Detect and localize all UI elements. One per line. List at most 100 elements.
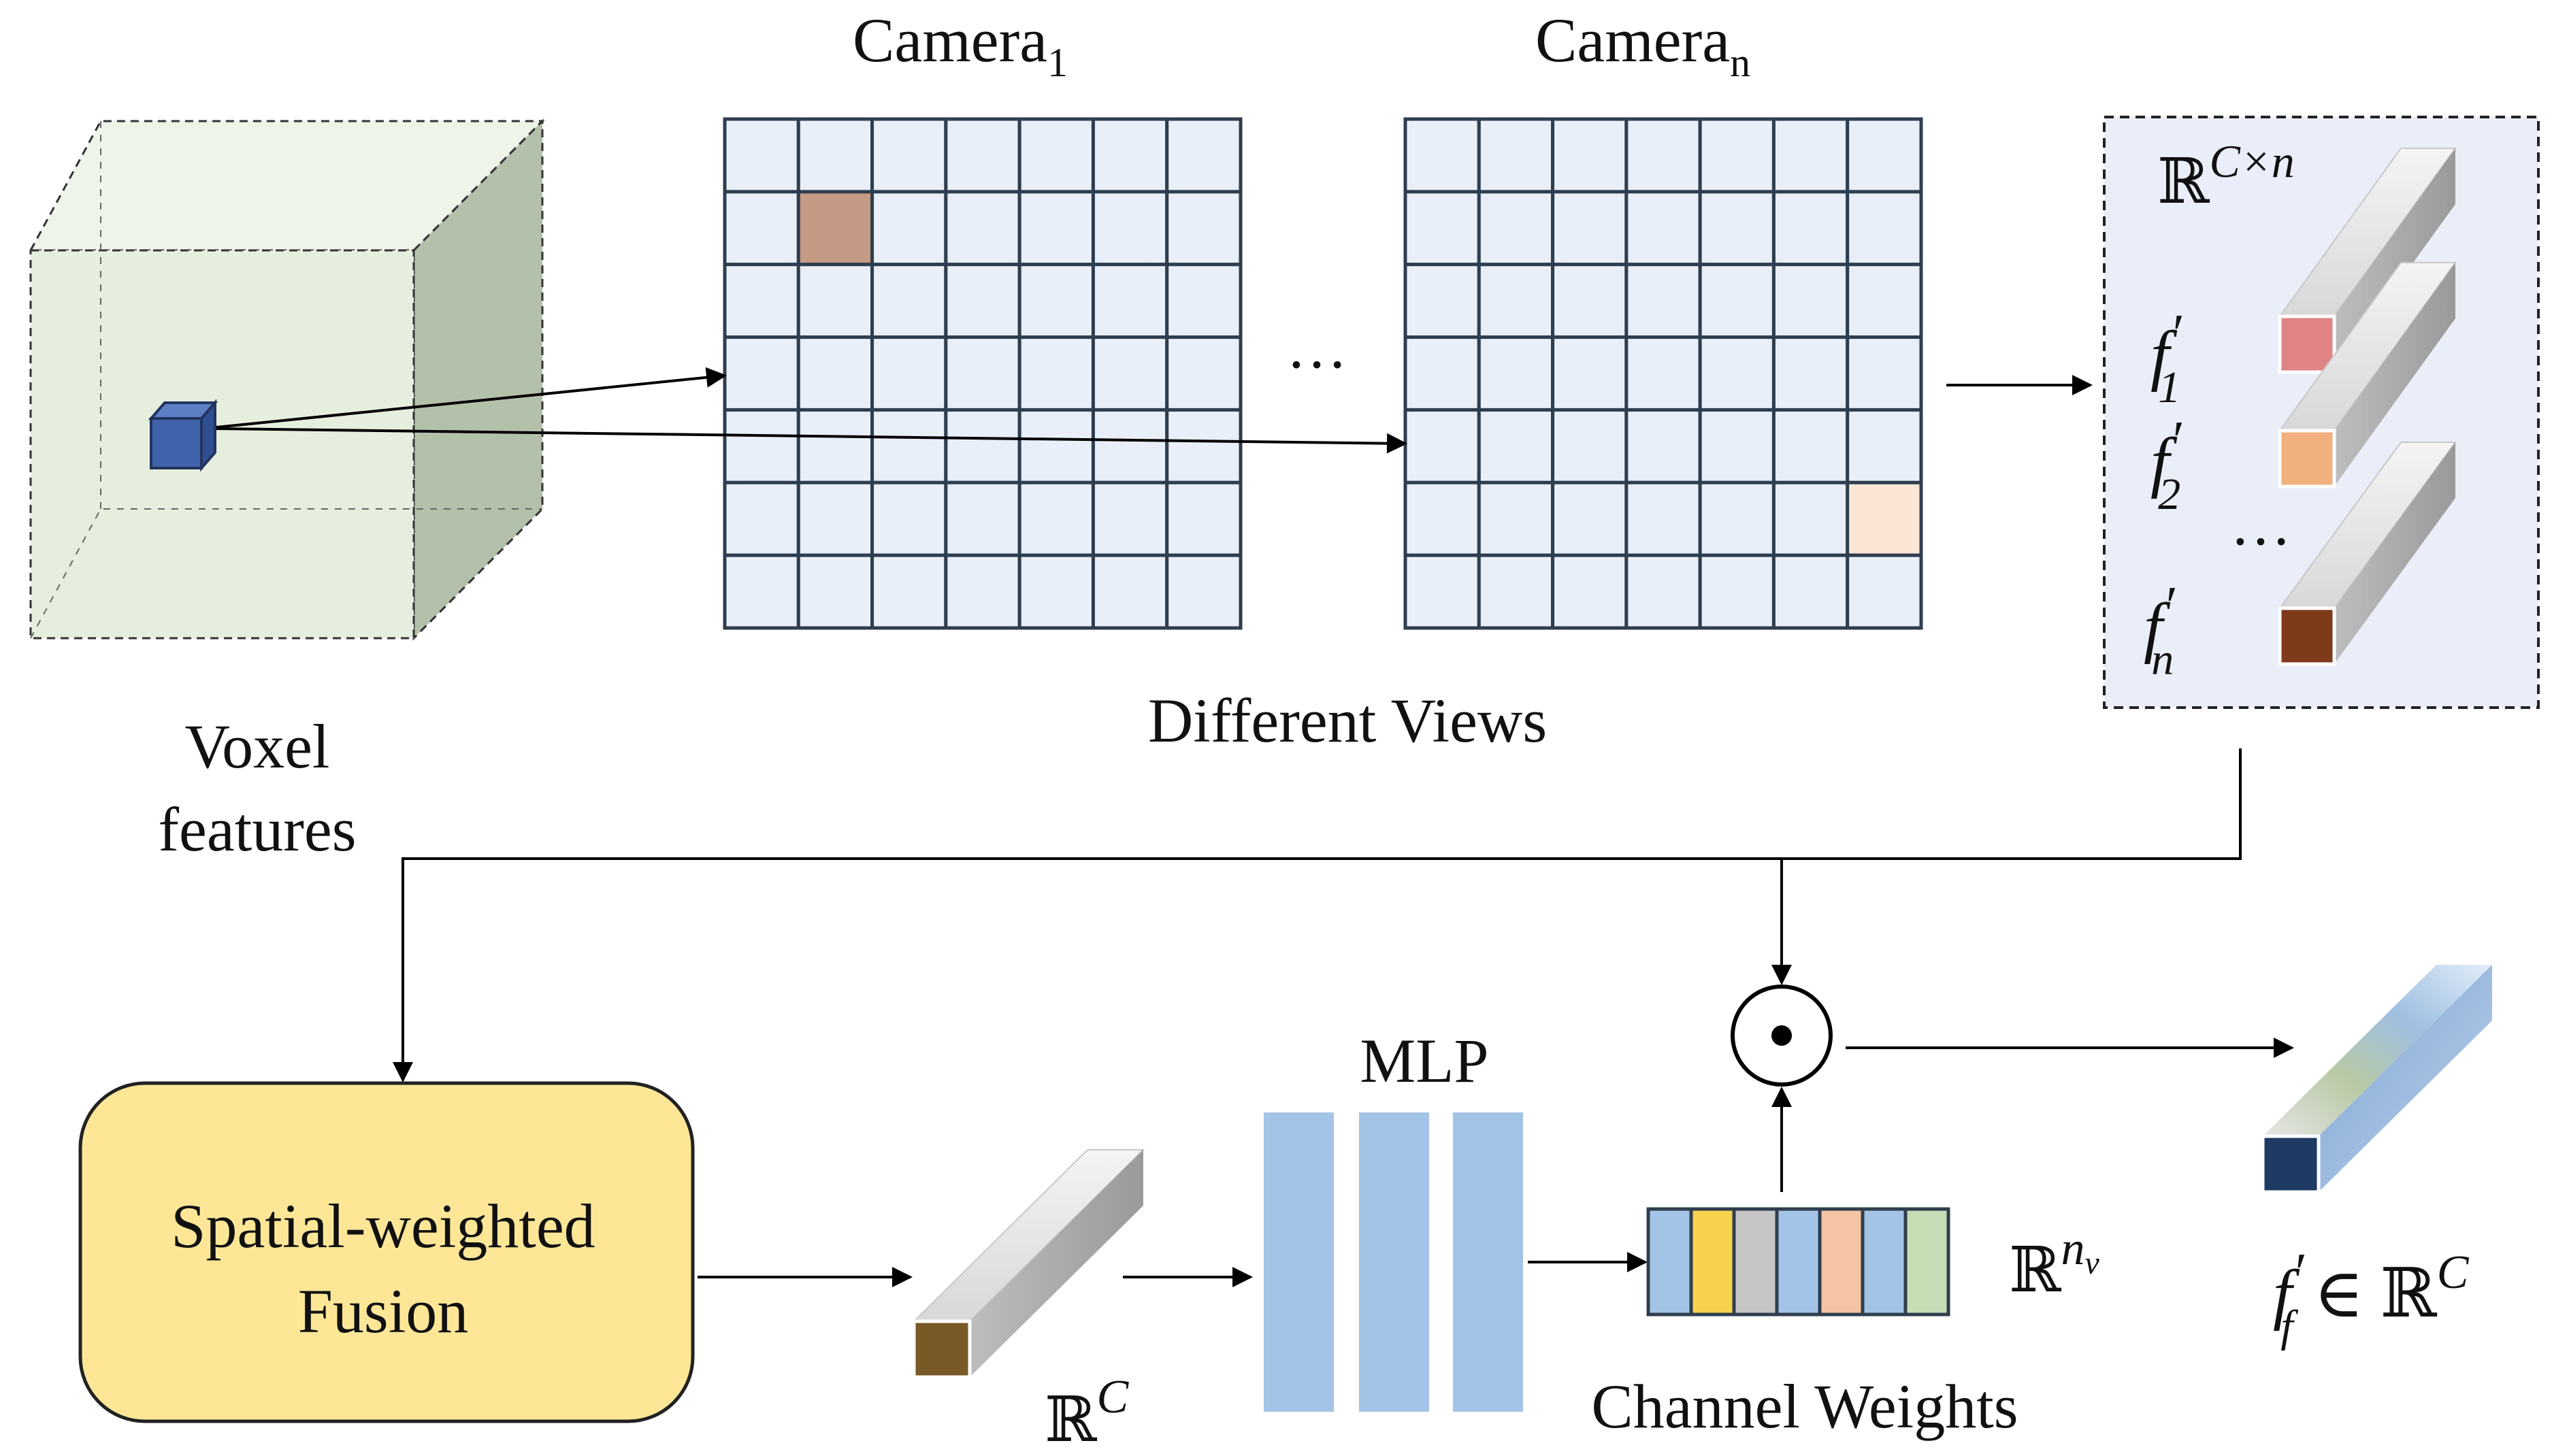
camera-1-grid-cell [944, 190, 1021, 267]
output-label: f′f∈ℝC [2273, 1243, 2470, 1351]
camera-1-grid-cell [796, 335, 874, 412]
camera-1-grid-cell [944, 553, 1021, 630]
camera-1-grid-cell [870, 190, 948, 267]
camera-n-grid-cell [1551, 553, 1629, 630]
camera-1-grid-cell [1091, 553, 1169, 630]
feature-1-label: f′1 [2150, 304, 2182, 412]
camera-n-grid-cell [1477, 408, 1555, 484]
fused-feature-vector [912, 1149, 1145, 1379]
camera-n-grid-cell [1403, 553, 1481, 630]
channel-weights-vector [1646, 1207, 1950, 1317]
camera-n-grid-cell [1771, 263, 1850, 340]
camera-1-grid-cell [723, 335, 800, 412]
camera-n-projected-cell [1846, 480, 1923, 557]
camera-n-feature-grid [1403, 117, 1923, 630]
camera-n-grid-cell [1624, 335, 1702, 412]
features-space-exponent: C×n [2209, 135, 2294, 187]
camera-1-grid-cell [944, 335, 1021, 412]
camera-1-grid-cell [870, 263, 948, 340]
camera-n-grid-cell [1846, 263, 1923, 340]
camera-1-grid-cell [1165, 117, 1243, 194]
camera-1-grid-cell [944, 480, 1021, 557]
camera-1-grid-cell [1017, 553, 1095, 630]
channel-weight-cell [1732, 1207, 1779, 1317]
camera-1-grid-cell [1165, 480, 1243, 557]
camera-n-grid-cell [1403, 480, 1481, 557]
feature-1-subscript: 1 [2158, 363, 2180, 412]
features-ellipsis: … [2230, 491, 2291, 558]
sampled-features-panel: ℝC×n f′1 f′2 … f′n [2103, 116, 2540, 709]
camera-1-grid-cell [870, 117, 948, 194]
mlp-layer-1 [1264, 1112, 1334, 1412]
cube-front-face [29, 249, 415, 640]
feature-1-prime: ′ [2170, 304, 2182, 364]
camera-1-grid-cell [1091, 480, 1169, 557]
camera-n-grid-cell [1403, 335, 1481, 412]
camera-n-grid-cell [1846, 335, 1923, 412]
camera-n-grid-cell [1771, 117, 1850, 194]
channel-weight-cell [1818, 1207, 1865, 1317]
camera-1-grid-cell [723, 190, 800, 267]
camera-1-grid-cell [870, 408, 948, 484]
camera-n-grid-cell [1477, 117, 1555, 194]
camera-1-grid-cell [1017, 117, 1095, 194]
fused-space-base: ℝ [1045, 1385, 1098, 1455]
camera-n-grid-cell [1477, 335, 1555, 412]
camera-n-grid-cell [1624, 480, 1702, 557]
feature-bar-n [2278, 442, 2457, 666]
camera-n-grid-cell [1698, 408, 1776, 484]
camera-1-grid-cell [1091, 190, 1169, 267]
hadamard-product-operator: ⊙ [1731, 985, 1833, 1087]
camera-ellipsis: … [1286, 314, 1347, 381]
feature-2-subscript: 2 [2158, 469, 2180, 519]
fusion-label-line1: Spatial-weighted [171, 1191, 595, 1261]
fused-space-label: ℝC [1045, 1371, 1129, 1455]
camera-1-subscript: 1 [1047, 40, 1068, 85]
output-space-exponent: C [2437, 1246, 2470, 1299]
camera-1-grid-cell [1017, 335, 1095, 412]
camera-n-grid-cell [1846, 408, 1923, 484]
camera-n-grid-cell [1624, 117, 1702, 194]
feature-n-end-face [2278, 606, 2336, 666]
camera-n-grid-cell [1551, 335, 1629, 412]
camera-1-grid-cell [870, 480, 948, 557]
camera-n-grid-cell [1698, 263, 1776, 340]
camera-1-grid-cell [723, 263, 800, 340]
camera-1-grid-cell [1165, 263, 1243, 340]
feature-2-label: f′2 [2150, 411, 2182, 519]
camera-1-grid-cell [723, 408, 800, 484]
fused-space-exponent: C [1096, 1371, 1129, 1423]
camera-1-grid-cell [723, 117, 800, 194]
camera-n-grid-cell [1771, 553, 1850, 630]
camera-1-grid-cell [796, 408, 874, 484]
camera-n-grid-cell [1477, 263, 1555, 340]
camera-n-grid-cell [1551, 117, 1629, 194]
feature-1-end-face [2278, 314, 2336, 374]
output-vector-end-face [2261, 1134, 2321, 1194]
camera-n-grid-cell [1403, 263, 1481, 340]
camera-1-feature-grid [723, 117, 1243, 630]
camera-1-projected-cell [796, 190, 874, 267]
mlp-label: MLP [1360, 1026, 1488, 1095]
voxel-label-line1: Voxel [185, 712, 330, 781]
camera-1-grid-cell [944, 408, 1021, 484]
camera-n-grid-cell [1846, 553, 1923, 630]
camera-1-grid-cell [1091, 335, 1169, 412]
camera-1-grid-cell [1091, 263, 1169, 340]
camera-1-grid-cell [1017, 408, 1095, 484]
camera-n-grid-cell [1771, 480, 1850, 557]
feature-2-end-face [2278, 429, 2336, 489]
camera-n-grid-cell [1477, 480, 1555, 557]
weights-space-exponent-sub: v [2084, 1245, 2099, 1281]
output-subscript: f [2280, 1302, 2298, 1351]
camera-1-grid-cell [1165, 190, 1243, 267]
spatial-weighted-fusion-box [78, 1081, 695, 1423]
channel-weight-cell [1689, 1207, 1736, 1317]
camera-n-grid-cell [1771, 408, 1850, 484]
camera-1-grid-cell [944, 263, 1021, 340]
camera-n-label: Cameran [1535, 5, 1750, 85]
camera-1-name: Camera [853, 5, 1047, 75]
channel-weights-label: Channel Weights [1591, 1372, 2018, 1441]
fused-vector-end-face [912, 1319, 972, 1379]
